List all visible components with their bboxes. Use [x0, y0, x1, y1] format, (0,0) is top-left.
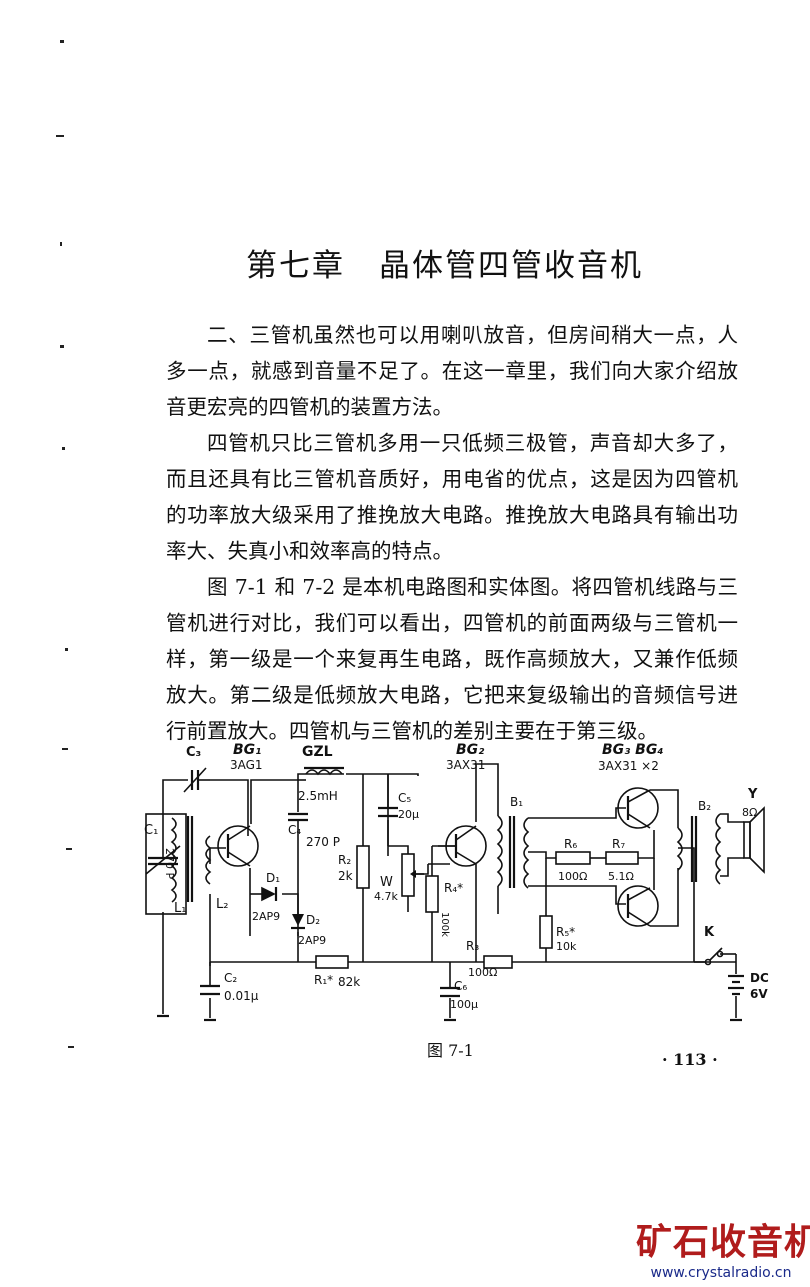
label-r7-value: 5.1Ω: [608, 870, 634, 883]
label-bg1: BG₁: [233, 742, 261, 758]
label-bg2: BG₂: [456, 742, 485, 758]
paragraph-2: 四管机只比三管机多用一只低频三极管，声音却大多了，而且还具有比三管机音质好，用电…: [166, 431, 738, 563]
label-d2: D₂: [306, 913, 320, 927]
label-l1: L₁: [174, 901, 186, 916]
label-c4-value: 270 P: [306, 835, 340, 849]
label-r4-value: 100k: [439, 912, 450, 937]
label-bg34: BG₃ BG₄: [602, 742, 663, 758]
label-r1: R₁*: [314, 973, 333, 987]
label-c3: C₃: [186, 745, 201, 760]
scan-mark: [62, 748, 68, 750]
scan-mark: [66, 848, 72, 850]
label-r1-value: 82k: [338, 975, 360, 989]
label-gzl-value: 2.5mH: [298, 789, 338, 803]
label-dc-value: 6V: [750, 987, 768, 1001]
scan-mark: [68, 1046, 74, 1048]
label-y-value: 8Ω: [742, 806, 757, 819]
label-c6: C₆: [454, 979, 467, 993]
chapter-number: 第七章: [246, 248, 345, 284]
label-c5: C₅: [398, 791, 411, 805]
label-bg34-type: 3AX31 ×2: [598, 759, 659, 773]
label-r2-value: 2k: [338, 869, 353, 883]
circuit-diagram: C₃ BG₁ 3AG1 GZL 2.5mH C₄ 270 P C₁ 270 P …: [138, 736, 778, 1036]
label-r7: R₇: [612, 837, 625, 851]
site-watermark: 矿石收音机 www.crystalradio.cn: [636, 1222, 810, 1282]
label-bg1-type: 3AG1: [230, 758, 263, 772]
label-w-value: 4.7k: [374, 890, 398, 903]
label-r2: R₂: [338, 853, 351, 867]
label-c5-value: 20μ: [398, 808, 419, 821]
paragraph-1: 二、三管机虽然也可以用喇叭放音，但房间稍大一点，人多一点，就感到音量不足了。在这…: [166, 323, 738, 419]
label-r6-value: 100Ω: [558, 870, 587, 883]
label-b2: B₂: [698, 799, 711, 813]
label-r3: R₃: [466, 939, 479, 953]
components: [145, 766, 765, 1022]
label-r6: R₆: [564, 837, 577, 851]
label-c2-value: 0.01μ: [224, 989, 259, 1003]
label-dc: DC: [750, 971, 769, 985]
label-d2-type: 2AP9: [298, 934, 326, 947]
label-k: K: [704, 925, 715, 940]
scan-mark: [65, 648, 68, 651]
body-text: 二、三管机虽然也可以用喇叭放音，但房间稍大一点，人多一点，就感到音量不足了。在这…: [166, 317, 738, 749]
label-c1-value: 270 P: [163, 848, 176, 879]
page-number: · 113 ·: [662, 1050, 718, 1069]
label-w: W: [380, 875, 393, 890]
label-c1: C₁: [144, 823, 158, 838]
label-c6-value: 100μ: [450, 998, 478, 1011]
label-b1: B₁: [510, 795, 523, 809]
label-l2: L₂: [216, 897, 228, 912]
label-r4: R₄*: [444, 881, 463, 895]
component-labels: C₃ BG₁ 3AG1 GZL 2.5mH C₄ 270 P C₁ 270 P …: [144, 742, 769, 1011]
label-c4: C₄: [288, 823, 301, 837]
label-r5: R₅*: [556, 925, 575, 939]
watermark-logo: 矿石收音机: [636, 1222, 810, 1263]
circuit-svg: C₃ BG₁ 3AG1 GZL 2.5mH C₄ 270 P C₁ 270 P …: [144, 742, 769, 1022]
scan-mark: [60, 40, 64, 43]
paragraph-3: 图 7-1 和 7-2 是本机电路图和实体图。将四管机线路与三管机进行对比，我们…: [166, 575, 738, 743]
chapter-title: 第七章晶体管四管收音机: [246, 240, 643, 285]
label-r3-value: 100Ω: [468, 966, 497, 979]
label-gzl: GZL: [302, 744, 333, 760]
chapter-name: 晶体管四管收音机: [379, 248, 643, 284]
label-r5-value: 10k: [556, 940, 577, 953]
label-c2: C₂: [224, 971, 237, 985]
label-y: Y: [747, 787, 758, 802]
figure-caption: 图 7-1: [427, 1041, 474, 1060]
scan-mark: [60, 242, 62, 246]
scan-mark: [62, 447, 65, 450]
label-d1-type: 2AP9: [252, 910, 280, 923]
label-bg2-type: 3AX31: [446, 758, 485, 772]
scan-mark: [56, 135, 64, 137]
watermark-url: www.crystalradio.cn: [650, 1265, 792, 1281]
label-d1: D₁: [266, 871, 280, 885]
scan-mark: [60, 345, 64, 348]
